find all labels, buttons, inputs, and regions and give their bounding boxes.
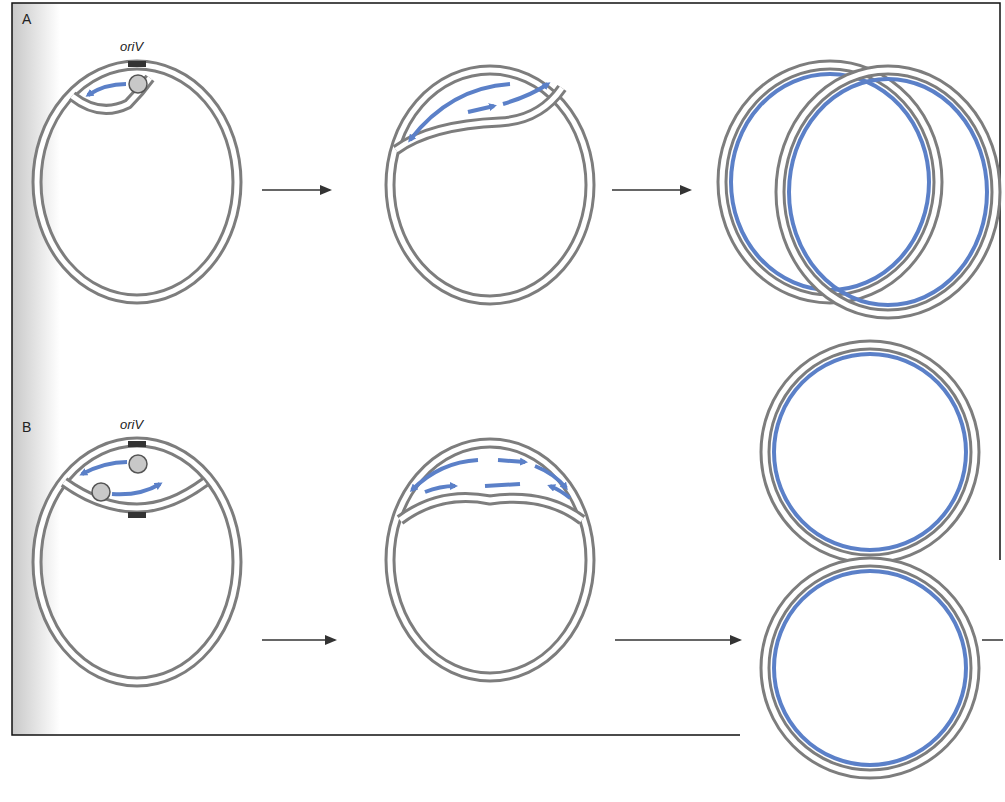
origin-label: oriV: [120, 40, 143, 53]
step-arrow: [262, 639, 335, 641]
origin-label: oriV: [120, 418, 143, 431]
step-arrow: [615, 639, 740, 641]
separated-plasmids: [765, 345, 975, 774]
plasmid-b2: [390, 443, 590, 677]
plasmid-b1: [37, 441, 237, 682]
plasmid-a2: [390, 70, 590, 300]
plasmid-a1: [37, 61, 237, 299]
panel-letter: A: [22, 12, 31, 26]
step-arrow: [612, 189, 690, 191]
frame: [12, 3, 1000, 735]
step-arrow: [982, 639, 1003, 641]
catenated-plasmids: [722, 65, 996, 314]
step-arrow: [262, 189, 330, 191]
panel-letter: B: [22, 420, 31, 434]
